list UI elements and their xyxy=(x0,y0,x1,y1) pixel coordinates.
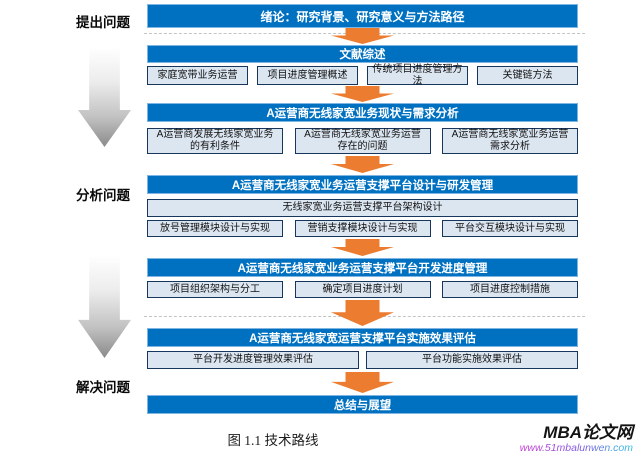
topic-box: A运营商无线家宽业务运营 存在的问题 xyxy=(294,128,431,154)
flow-down-arrow-3 xyxy=(331,156,394,173)
topic-box: 项目进度控制措施 xyxy=(442,281,578,298)
section-header-platform-design: A运营商无线家宽业务运营支撑平台设计与研发管理 xyxy=(147,175,578,194)
topic-box: A运营商无线家宽业务运营 需求分析 xyxy=(442,128,578,154)
topic-box: 营销支撑模块设计与实现 xyxy=(294,220,431,237)
topic-box: 确定项目进度计划 xyxy=(294,281,431,298)
site-watermark: MBA论文网 www.51mbalunwen.com xyxy=(519,423,633,454)
section-header-summary-outlook: 总结与展望 xyxy=(147,395,578,414)
topic-box: 项目组织架构与分工 xyxy=(147,281,283,298)
literature-review-topics-row: 家庭宽带业务运营 项目进度管理概述 传统项目进度管理方法 关键链方法 xyxy=(147,64,578,87)
platform-modules-row: 放号管理模块设计与实现 营销支撑模块设计与实现 平台交互模块设计与实现 xyxy=(147,220,578,237)
topic-box: 项目进度管理概述 xyxy=(257,66,358,85)
topic-box: 家庭宽带业务运营 xyxy=(147,66,248,85)
topic-box: 关键链方法 xyxy=(477,66,578,85)
flow-down-arrow-1 xyxy=(331,28,394,44)
section-header-introduction: 绪论：研究背景、研究意义与方法路径 xyxy=(147,4,578,28)
effect-evaluation-row: 平台开发进度管理效果评估 平台功能实施效果评估 xyxy=(147,351,578,369)
topic-box: 平台功能实施效果评估 xyxy=(366,351,578,369)
phase-label-solve-problem: 解决问题 xyxy=(76,380,130,395)
platform-architecture-box: 无线家宽业务运营支撑平台架构设计 xyxy=(147,199,578,217)
figure-caption: 图 1.1 技术路线 xyxy=(227,433,319,448)
down-arrow-gray-2 xyxy=(78,255,131,358)
flow-down-arrow-4 xyxy=(331,239,394,256)
section-header-schedule-management: A运营商无线家宽业务运营支撑平台开发进度管理 xyxy=(147,258,578,277)
flow-down-arrow-5 xyxy=(331,300,394,326)
section-header-literature-review: 文献综述 xyxy=(147,45,578,63)
topic-box: A运营商发展无线家宽业务 的有利条件 xyxy=(147,128,283,154)
phase-label-raise-problem: 提出问题 xyxy=(76,15,130,30)
watermark-site-name: MBA论文网 xyxy=(543,423,633,442)
section-header-effect-evaluation: A运营商无线家宽运营支撑平台实施效果评估 xyxy=(147,328,578,347)
watermark-site-url: www.51mbalunwen.com xyxy=(519,441,633,454)
status-demand-row: A运营商发展无线家宽业务 的有利条件 A运营商无线家宽业务运营 存在的问题 A运… xyxy=(147,128,578,154)
schedule-management-row: 项目组织架构与分工 确定项目进度计划 项目进度控制措施 xyxy=(147,281,578,298)
section-header-status-demand-analysis: A运营商无线家宽业务现状与需求分析 xyxy=(147,103,578,122)
topic-box: 平台开发进度管理效果评估 xyxy=(147,351,359,369)
topic-box: 平台交互模块设计与实现 xyxy=(442,220,578,237)
down-arrow-gray-1 xyxy=(78,47,131,147)
topic-box: 传统项目进度管理方法 xyxy=(367,64,468,87)
flow-down-arrow-2 xyxy=(331,86,394,102)
topic-box: 放号管理模块设计与实现 xyxy=(147,220,283,237)
phase-label-analyze-problem: 分析问题 xyxy=(76,188,130,203)
flow-down-arrow-6 xyxy=(331,372,394,393)
